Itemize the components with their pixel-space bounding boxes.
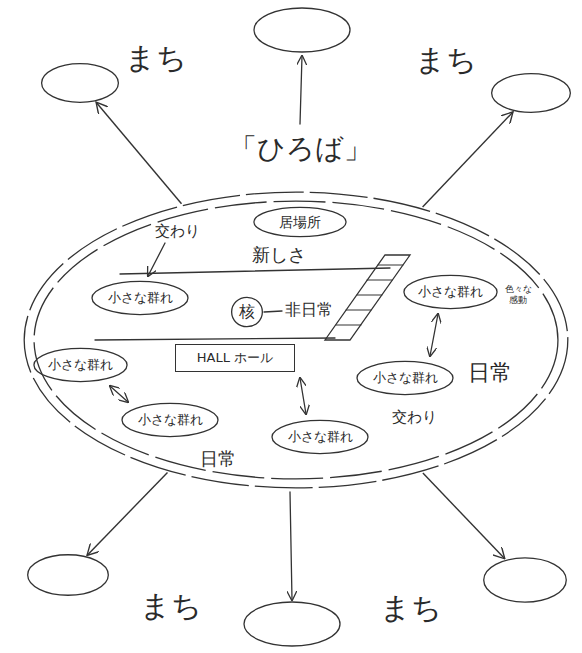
outline-ring — [254, 207, 346, 236]
outline-ring — [272, 420, 368, 453]
outline-ring — [232, 297, 263, 326]
sketch-label: 交わり — [155, 222, 200, 240]
outline-ring — [42, 64, 119, 103]
sketch-line — [120, 268, 390, 274]
node-text: 小さな群れ — [418, 284, 483, 300]
outline-ring — [122, 403, 218, 436]
group-ellipse: 居場所 — [252, 206, 348, 238]
outline-ring — [403, 275, 496, 308]
leader-line — [264, 311, 282, 312]
group-ellipse: まち — [490, 72, 572, 114]
group-ellipse: まち — [26, 553, 110, 597]
node-text: 小さな群れ — [138, 412, 203, 428]
ellipse-outline — [40, 62, 120, 104]
node-text: 「ひろば」 — [229, 132, 372, 166]
group-ellipse: 小さな群れ — [355, 360, 455, 396]
hall-box: HALL ホール — [175, 344, 295, 372]
sketch-arrow — [148, 243, 165, 276]
plaza-region: 「ひろば」居場所核HALL ホール小さな群れ小さな群れ小さな群れ小さな群れ小さな… — [22, 190, 570, 490]
ellipse-outline — [26, 553, 110, 597]
group-ellipse: 小さな群れ — [90, 280, 190, 316]
sketch-label: 日常 — [468, 360, 512, 386]
outline-ring — [92, 281, 188, 314]
sketch-line — [95, 338, 335, 340]
town-ellipse — [244, 602, 340, 646]
outward-arrow — [423, 473, 505, 559]
outline-ring — [492, 74, 571, 113]
double-arrow — [110, 386, 128, 402]
group-ellipse: 小さな群れ — [402, 274, 499, 310]
node-text: まち — [140, 588, 202, 624]
sketch-label: 色々な 感動 — [503, 284, 533, 306]
oval-outline — [22, 190, 570, 490]
node-text: 核 — [239, 302, 255, 321]
node-text: 小さな群れ — [288, 429, 353, 445]
node-text: 小さな群れ — [108, 290, 173, 306]
outline-ring — [34, 201, 558, 479]
group-ellipse: まち — [40, 62, 120, 104]
outline-ring — [357, 361, 453, 394]
group-ellipse: 核 — [231, 296, 263, 328]
double-arrow — [300, 378, 306, 414]
ellipse-outline — [482, 556, 568, 604]
node-text: まち — [380, 590, 442, 626]
outward-arrow — [423, 112, 513, 207]
sketch-label: 日常 — [200, 448, 236, 470]
group-ellipse: 小さな群れ — [32, 347, 129, 383]
sketch-label: 非日常 — [285, 300, 333, 319]
group-ellipse: 小さな群れ — [270, 419, 370, 455]
group-ellipse: 小さな群れ — [120, 402, 220, 438]
node-text: まち — [415, 42, 477, 78]
node-text: 小さな群れ — [48, 357, 113, 373]
node-text: 小さな群れ — [373, 370, 438, 386]
double-arrow — [430, 314, 438, 356]
outward-arrow — [300, 56, 302, 124]
outward-arrow — [290, 492, 292, 600]
node-text: まち — [125, 40, 187, 76]
outward-arrow — [96, 102, 181, 204]
town-ellipse — [254, 8, 350, 52]
hatching — [336, 265, 403, 325]
hatched-band — [325, 255, 410, 340]
ellipse-outline — [490, 72, 572, 114]
sketch-label: 交わり — [392, 408, 437, 426]
node-text: HALL ホール — [197, 350, 273, 366]
group-ellipse: まち — [482, 556, 568, 604]
outline-ring — [28, 555, 109, 595]
sketch-label: 新しさ — [252, 244, 306, 266]
outline-ring — [24, 192, 568, 488]
node-text: 居場所 — [279, 214, 321, 231]
outline-ring — [484, 558, 567, 602]
outward-arrow — [87, 473, 168, 556]
outline-ring — [33, 348, 126, 381]
